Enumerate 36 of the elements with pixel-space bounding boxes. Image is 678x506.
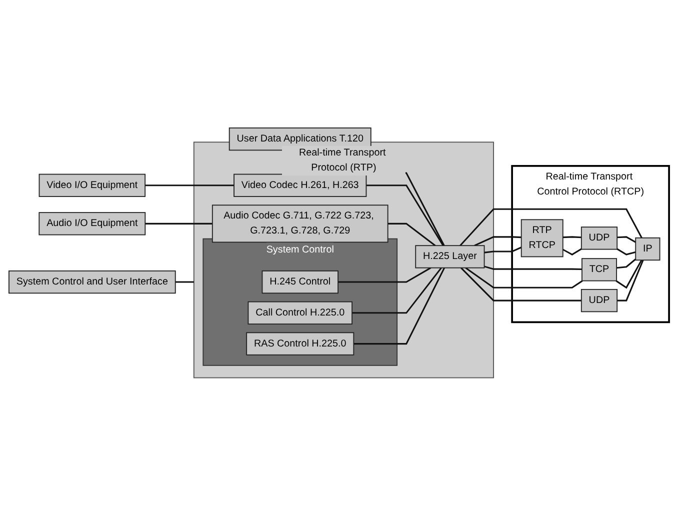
- connector: [460, 208, 642, 246]
- connector: [616, 258, 636, 269]
- protocol-box: H.225 Layer: [415, 245, 485, 268]
- protocol-box: Call Control H.225.0: [248, 301, 352, 325]
- connector: [617, 260, 644, 302]
- protocol-box: RTP RTCP: [520, 219, 564, 258]
- connector: [617, 236, 636, 243]
- connector: [354, 268, 446, 345]
- connector: [616, 248, 636, 256]
- protocol-box: RAS Control H.225.0: [246, 332, 354, 356]
- connector: [616, 260, 642, 289]
- node-label: Real-time Transport Control Protocol (RTCP): [537, 172, 644, 197]
- protocol-box: IP: [635, 238, 660, 261]
- connector: [465, 267, 583, 288]
- protocol-box: H.245 Control: [262, 270, 338, 294]
- connector: [145, 184, 234, 186]
- protocol-box: Video Codec H.261, H.263: [234, 174, 367, 198]
- connector: [562, 236, 582, 238]
- node-label: System Control: [266, 244, 334, 255]
- connector: [352, 268, 442, 314]
- protocol-box: UDP: [580, 289, 618, 312]
- connector: [484, 246, 522, 254]
- connector: [175, 281, 194, 283]
- protocol-box: Audio I/O Equipment: [38, 212, 146, 236]
- connector: [338, 267, 432, 283]
- protocol-box: System Control and User Interface: [8, 270, 176, 294]
- protocol-box: UDP: [580, 226, 618, 250]
- connector: [484, 266, 582, 270]
- protocol-box: Video I/O Equipment: [38, 174, 146, 198]
- protocol-box: TCP: [581, 258, 617, 282]
- connector: [388, 223, 436, 246]
- protocol-box: Audio Codec G.711, G.722 G.723, G.723.1, G.728, G.729: [212, 204, 388, 243]
- connector: [460, 267, 582, 302]
- connector: [474, 236, 522, 246]
- connector: [366, 184, 444, 246]
- connector: [145, 223, 212, 225]
